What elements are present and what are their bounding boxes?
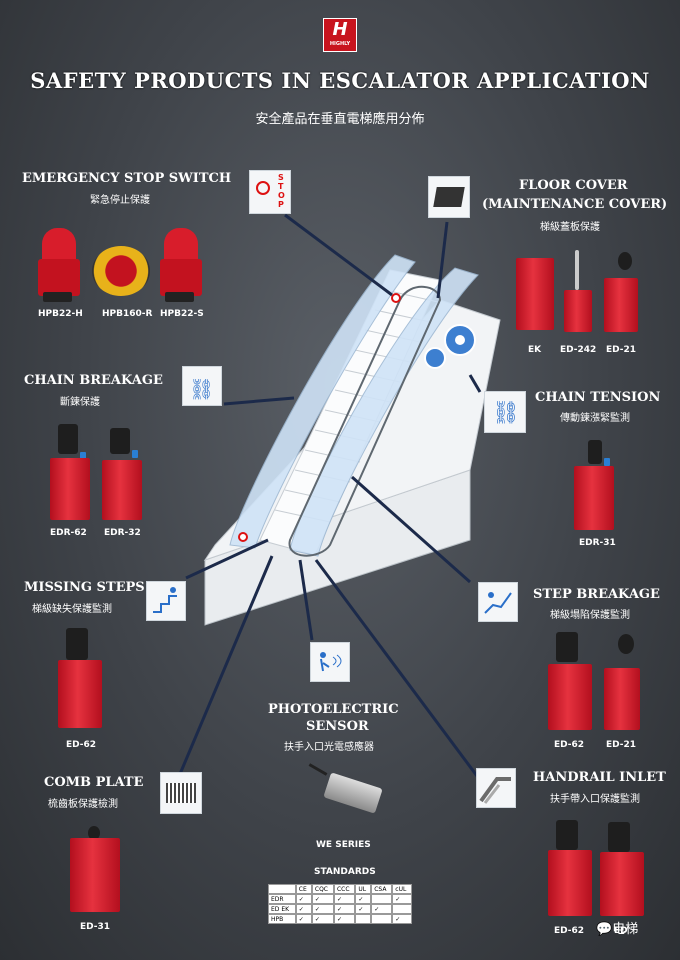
watermark: 💬电梯 (596, 918, 638, 937)
product-label: EDR-32 (104, 528, 141, 538)
connector-lines (178, 213, 482, 781)
photoelectric-title: PHOTOELECTRIC (268, 702, 399, 717)
product-label: ED-62 (554, 740, 585, 750)
product-label: EDR-31 (579, 538, 616, 548)
chain-tension-title: CHAIN TENSION (535, 390, 661, 405)
product-label: ED-242 (560, 345, 597, 355)
product-label: HPB22-H (38, 309, 83, 319)
edr-31-product (574, 440, 614, 530)
photoelectric-icon (310, 642, 350, 682)
step-breakage-title: STEP BREAKAGE (533, 587, 660, 602)
missing-steps-icon (146, 581, 186, 621)
photoelectric-title-2: SENSOR (306, 719, 369, 734)
wechat-icon: 💬 (596, 922, 613, 937)
ed-21-product (604, 252, 638, 332)
logo-mark: H (332, 19, 348, 40)
floor-cover-title-2: (MAINTENANCE COVER) (482, 197, 668, 212)
handrail-icon (476, 768, 516, 808)
product-label: HPB160-R (102, 309, 153, 319)
ed-62-product (58, 628, 102, 728)
handrail-inlet-cn: 扶手帶入口保護監測 (550, 794, 640, 805)
floor-cover-cn: 梯級蓋板保護 (540, 222, 600, 233)
drive-gear-small (424, 347, 446, 369)
comb-plate-icon (160, 772, 202, 814)
missing-steps-title: MISSING STEPS (24, 580, 145, 595)
ed-21-product (604, 634, 640, 730)
ed-62-product (600, 822, 644, 916)
product-label: WE SERIES (316, 840, 371, 850)
chain-breakage-title: CHAIN BREAKAGE (24, 373, 163, 388)
product-label: HPB22-S (160, 309, 204, 319)
missing-steps-cn: 梯級缺失保護監測 (32, 604, 112, 615)
ek-product (516, 258, 554, 330)
hpb22-s-product (160, 228, 202, 302)
page-title: SAFETY PRODUCTS IN ESCALATOR APPLICATION (30, 68, 650, 93)
step-breakage-icon (478, 582, 518, 622)
page-subtitle: 安全產品在垂直電梯應用分佈 (255, 112, 425, 127)
chain-break-icon: ⛓ (182, 366, 222, 406)
table-row: HPB ✓✓✓✓ (268, 914, 412, 924)
handrail-inlet-title: HANDRAIL INLET (533, 770, 666, 785)
edr-62-product (50, 424, 90, 520)
product-label: ED-62 (554, 926, 585, 936)
product-label: EK (528, 345, 542, 355)
logo-brand: HIGHLY (329, 41, 351, 47)
drive-chain (288, 285, 442, 557)
left-balustrade (229, 254, 416, 549)
watermark-text: 电梯 (612, 922, 639, 937)
chain-tension-cn: 傳動鍊漲緊監測 (560, 413, 630, 424)
hpb22-h-product (38, 228, 80, 302)
product-label: ED-31 (80, 922, 111, 932)
product-label: ED-21 (606, 740, 637, 750)
product-label: EDR-62 (50, 528, 87, 538)
step-breakage-cn: 梯級塌陷保護監測 (550, 610, 630, 621)
product-label: ED-21 (606, 345, 637, 355)
stop-button-icon: STOP (249, 170, 291, 214)
we-series-product (308, 763, 383, 822)
table-row: EDR ✓✓✓✓✓ (268, 894, 412, 904)
photoelectric-cn: 扶手入口光電感應器 (284, 742, 374, 753)
stop-marker (391, 293, 401, 303)
chain-breakage-cn: 斷鍊保護 (60, 397, 100, 408)
power-icon (256, 181, 270, 195)
product-label: ED-62 (66, 740, 97, 750)
edr-32-product (102, 428, 142, 520)
comb-plate-cn: 梳齒板保護檢測 (48, 799, 118, 810)
ed-31-product (70, 826, 120, 912)
ed-62-product (548, 632, 592, 730)
product-label: ED (614, 926, 628, 936)
ed-242-product (564, 250, 592, 332)
brand-logo: H HIGHLY (323, 18, 357, 52)
floor-cover-icon (428, 176, 470, 218)
table-row: ED EK ✓✓✓✓✓ (268, 904, 412, 914)
emergency-stop-cn: 緊急停止保護 (90, 195, 150, 206)
floor-cover-title: FLOOR COVER (519, 178, 628, 193)
standards-label: STANDARDS (314, 867, 376, 877)
comb-plate-title: COMB PLATE (44, 775, 144, 790)
chain-tension-icon: ⛓ (484, 391, 526, 433)
stop-letters: STOP (278, 173, 285, 209)
hpb160-r-product (92, 246, 150, 296)
emergency-stop-title: EMERGENCY STOP SWITCH (22, 171, 232, 186)
lower-stop-marker (238, 532, 248, 542)
ed-62-product (548, 820, 592, 916)
